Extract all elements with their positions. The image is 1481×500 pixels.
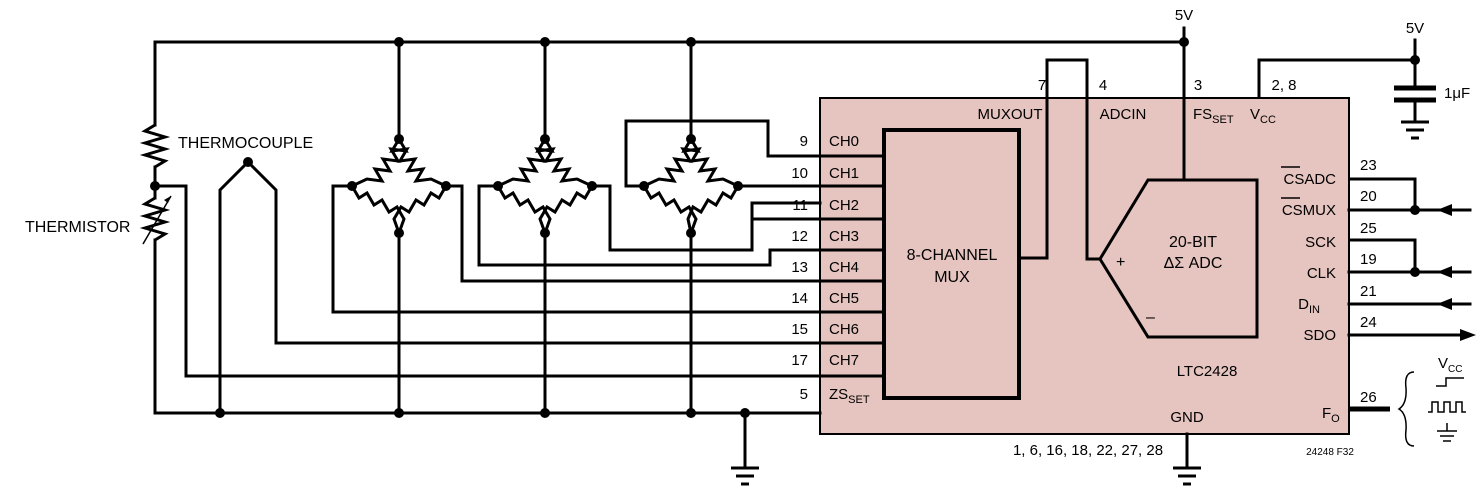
mux-label-line1: 8-CHANNEL <box>907 247 998 264</box>
left-pin-name: CH2 <box>829 197 859 214</box>
bridge-2 <box>477 40 820 415</box>
right-pin-name: FO <box>1322 405 1340 425</box>
mux-block <box>882 128 1021 400</box>
thermistor-resistor <box>139 196 171 242</box>
right-pin-name: SDO <box>1303 327 1336 344</box>
right-pin-name: SCK <box>1305 234 1336 251</box>
top-pin-name: VCC <box>1250 106 1276 126</box>
adc-minus-label: – <box>1146 309 1155 326</box>
vcc-supply: 5V 1μF <box>1257 20 1470 140</box>
right-pin-number: 19 <box>1360 251 1377 268</box>
right-pin-number: 20 <box>1360 188 1377 205</box>
digital-pins <box>1347 177 1476 412</box>
right-pin-name: CSADC <box>1283 171 1336 188</box>
mux-input-wires <box>750 154 886 378</box>
left-pin-name: CH1 <box>829 165 859 182</box>
vcc-option-label: VCC <box>1438 355 1462 375</box>
top-pin-number: 3 <box>1194 77 1202 94</box>
left-pin-number: 10 <box>791 165 808 182</box>
right-pin-name: CLK <box>1307 265 1336 282</box>
left-pin-number: 14 <box>791 290 808 307</box>
left-pin-name: CH3 <box>829 228 859 245</box>
adc-plus-label: + <box>1116 254 1125 271</box>
thermistor-label: THERMISTOR <box>25 219 130 236</box>
bridge-1 <box>331 40 820 415</box>
adc-label-line1: 20-BIT <box>1169 234 1217 251</box>
ground-symbol-left <box>731 466 759 486</box>
left-pin-name: ZSSET <box>829 386 870 406</box>
mux-label-line2: MUX <box>934 269 970 286</box>
left-pin-labels: 9 CH0 10 CH1 11 CH2 12 CH3 13 CH4 14 CH5… <box>791 133 870 406</box>
left-pin-number: 13 <box>791 259 808 276</box>
left-pin-number: 15 <box>791 321 808 338</box>
top-pin-labels: 7 MUXOUT 4 ADCIN 3 FSSET 2, 8 VCC <box>978 77 1297 126</box>
supply-5v-vcc: 5V <box>1406 20 1424 37</box>
fo-options: VCC <box>1397 355 1466 447</box>
right-pin-name: CSMUX <box>1282 202 1336 219</box>
ground-bus <box>153 408 822 470</box>
top-pin-name: MUXOUT <box>978 106 1043 123</box>
capacitor-value: 1μF <box>1444 85 1470 102</box>
figure-code: 24248 F32 <box>1306 447 1354 458</box>
thermocouple-branch: THERMOCOUPLE <box>178 135 820 413</box>
supply-5v-main: 5V <box>1175 7 1193 24</box>
adc-block <box>1098 178 1259 339</box>
right-pin-number: 25 <box>1360 220 1377 237</box>
thermistor-arrow <box>142 195 172 245</box>
left-pin-number: 11 <box>792 197 808 214</box>
left-pin-number: 5 <box>800 386 808 403</box>
bridge-3 <box>624 40 820 415</box>
right-pin-number: 21 <box>1360 283 1377 300</box>
top-pin-number: 7 <box>1038 77 1046 94</box>
left-pin-name: CH7 <box>829 352 859 369</box>
left-pin-name: CH6 <box>829 321 859 338</box>
top-pin-number: 4 <box>1099 77 1107 94</box>
left-pin-number: 12 <box>791 228 808 245</box>
left-pin-name: CH5 <box>829 290 859 307</box>
gnd-pin-numbers: 1, 6, 16, 18, 22, 27, 28 <box>1013 442 1163 459</box>
top-pin-number: 2, 8 <box>1271 77 1296 94</box>
chip-part-number: LTC2428 <box>1177 363 1238 380</box>
resistor-top <box>139 123 171 169</box>
left-pin-number: 9 <box>800 133 808 150</box>
right-pin-number: 26 <box>1360 389 1377 406</box>
top-pin-name: FSSET <box>1193 106 1234 126</box>
muxout-adcin-loop <box>1019 58 1100 261</box>
right-pin-name: DIN <box>1298 296 1320 316</box>
adc-label-line2: ΔΣ ADC <box>1164 255 1223 272</box>
right-pin-number: 24 <box>1360 314 1377 331</box>
top-pin-name: ADCIN <box>1100 106 1147 123</box>
thermistor-branch: THERMISTOR <box>25 40 820 415</box>
left-pin-name: CH0 <box>829 133 859 150</box>
left-pin-name: CH4 <box>829 259 859 276</box>
thermocouple-label: THERMOCOUPLE <box>178 135 313 152</box>
right-pin-labels: 23 CSADC 20 CSMUX 25 SCK 19 CLK 21 DIN 2… <box>1282 157 1377 425</box>
right-pin-number: 23 <box>1360 157 1377 174</box>
left-pin-number: 17 <box>791 352 808 369</box>
ground-symbol-chip <box>1173 432 1201 486</box>
gnd-pin-label: GND <box>1170 409 1204 426</box>
